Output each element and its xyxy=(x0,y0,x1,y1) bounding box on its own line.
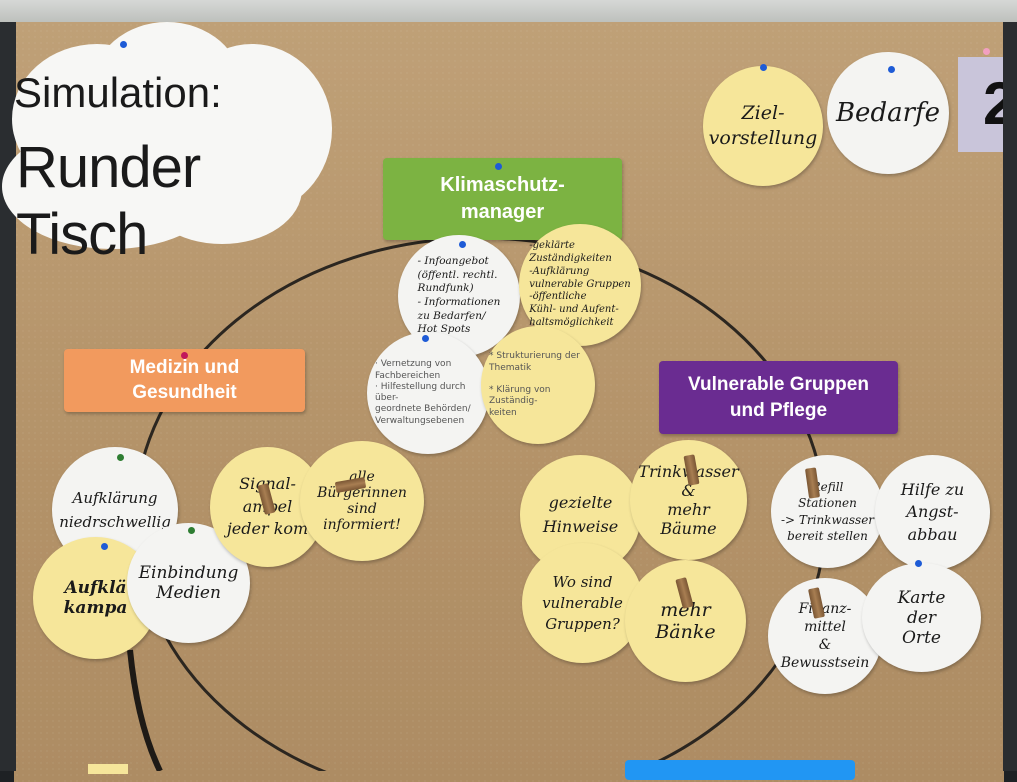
klima-note-vernetzung: · Vernetzung von Fachbereichen · Hilfest… xyxy=(367,332,489,454)
klima-note-2-text: -geklärte Zuständigkeiten -Aufklärung vu… xyxy=(529,240,631,328)
title-cloud: Simulation: Runder Tisch xyxy=(2,14,332,267)
right-note-4-text: Karte der Orte xyxy=(897,587,946,648)
pin-icon xyxy=(101,543,108,550)
right-note-angstabbau: Hilfe zu Angst- abbau xyxy=(875,455,990,570)
vulnerable-card-text: Vulnerable Gruppen und Pflege xyxy=(688,373,869,421)
klima-note-zustaendigkeiten: -geklärte Zuständigkeiten -Aufklärung vu… xyxy=(519,224,641,346)
klima-note-1-text: - Infoangebot (öffentl. rechtl. Rundfunk… xyxy=(417,255,501,336)
vulnerable-note-1-text: gezielte Hinweise xyxy=(542,493,619,536)
right-note-refill: Refill Stationen -> Trinkwasser bereit s… xyxy=(771,455,884,568)
klimaschutz-card-text: Klimaschutz- manager xyxy=(440,174,565,223)
pin-icon xyxy=(983,48,990,55)
right-note-3-text: Finanz- mittel & Bewusstsein xyxy=(780,600,870,672)
pin-icon xyxy=(459,241,466,248)
medizin-note-buergerinnen: alle Bürgerinnen sind informiert! xyxy=(300,441,424,561)
pin-icon xyxy=(495,163,502,170)
vulnerable-note-wo-sind: Wo sind vulnerable Gruppen? xyxy=(522,543,643,663)
klimaschutz-manager-card: Klimaschutz- manager xyxy=(383,158,622,240)
medizin-note-1-text: Aufklärung niedrschwellig xyxy=(59,489,171,531)
pin-icon xyxy=(760,64,767,71)
medizin-card-text: Medizin und Gesundheit xyxy=(129,356,240,403)
klima-note-strukturierung: * Strukturierung der Thematik * Klärung … xyxy=(481,326,595,444)
zielvorstellung-text: Ziel- vorstellung xyxy=(708,102,818,149)
pin-icon xyxy=(422,335,429,342)
title-line-1: Simulation: xyxy=(14,69,222,116)
medizin-note-einbindung-medien: Einbindung Medien xyxy=(127,523,250,643)
right-note-karte: Karte der Orte xyxy=(862,563,981,672)
title-line-2: Runder Tisch xyxy=(16,135,201,267)
bedarfe-note: Bedarfe xyxy=(827,52,949,174)
right-note-finanzmittel: Finanz- mittel & Bewusstsein xyxy=(768,578,882,694)
pin-icon xyxy=(888,66,895,73)
vulnerable-note-4-text: mehr Bänke xyxy=(655,599,716,643)
pin-icon xyxy=(117,454,124,461)
bottom-blue-card xyxy=(625,760,855,780)
right-frame xyxy=(1003,22,1017,771)
vulnerable-gruppen-card: Vulnerable Gruppen und Pflege xyxy=(659,361,898,434)
right-note-2-text: Hilfe zu Angst- abbau xyxy=(900,479,965,544)
pin-icon xyxy=(188,527,195,534)
bedarfe-text: Bedarfe xyxy=(835,98,941,128)
pin-icon xyxy=(120,41,127,48)
board-top-frame xyxy=(0,0,1017,26)
medizin-note-4-text: Aufklä kampa xyxy=(63,578,128,618)
zielvorstellung-note: Ziel- vorstellung xyxy=(703,66,823,186)
right-note-1-text: Refill Stationen -> Trinkwasser bereit s… xyxy=(780,480,875,543)
pin-icon xyxy=(181,352,188,359)
klima-note-4-text: * Strukturierung der Thematik * Klärung … xyxy=(489,351,580,418)
vulnerable-note-3-text: Wo sind vulnerable Gruppen? xyxy=(542,572,623,633)
medizin-note-5-text: Einbindung Medien xyxy=(138,563,239,603)
pin-icon xyxy=(915,560,922,567)
bottom-yellow-edge xyxy=(88,764,128,774)
cloud-puff-5 xyxy=(142,134,302,244)
medizin-gesundheit-card: Medizin und Gesundheit xyxy=(64,349,305,412)
klima-note-3-text: · Vernetzung von Fachbereichen · Hilfest… xyxy=(375,359,471,426)
